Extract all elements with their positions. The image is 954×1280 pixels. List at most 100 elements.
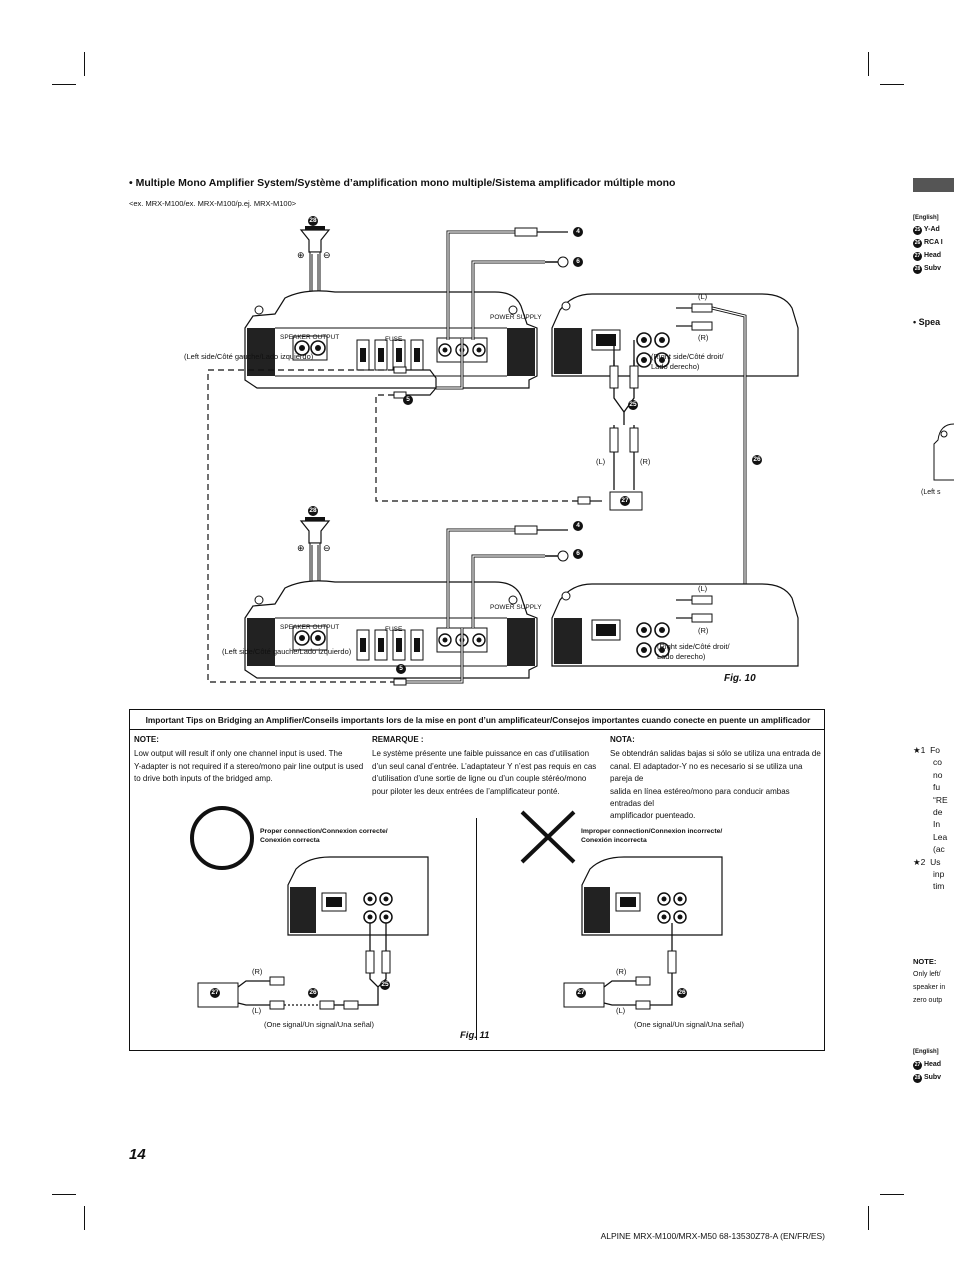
- note-line: Low output will result if only one chann…: [134, 749, 343, 759]
- legend-text: Head: [923, 252, 942, 259]
- crop-mark: [84, 52, 85, 76]
- incorrect-x-icon: [520, 810, 576, 864]
- note-line: Le système présente une faible puissance…: [372, 749, 590, 759]
- note-line: de: [933, 807, 943, 818]
- crop-mark: [52, 84, 76, 85]
- left-side-label: (Left side/Côté gauche/Lado izquierdo): [222, 647, 352, 656]
- callout-27: 27: [913, 252, 922, 261]
- crop-mark: [868, 1206, 869, 1230]
- speaker-output-label: SPEAKER OUTPUT: [280, 334, 340, 341]
- callout-6: 6: [573, 257, 583, 267]
- note-line: (ac: [933, 844, 945, 855]
- note-line: ★2 Us: [913, 856, 941, 867]
- legend-25: 25 Y-Ad: [913, 226, 940, 235]
- one-signal-label: (One signal/Un signal/Una señal): [264, 1020, 375, 1029]
- legend-27: 27 Head: [913, 1061, 941, 1070]
- callout-26: 26: [913, 239, 922, 248]
- legend-text: Subv: [923, 265, 942, 272]
- callout-27: 27: [620, 496, 630, 506]
- callout-25: 25: [380, 980, 390, 990]
- note-line: ★1 Fo: [913, 745, 940, 755]
- r-label: (R): [252, 967, 263, 976]
- note-line: pour piloter les deux entrées de l’ampli…: [372, 786, 560, 796]
- partial-amp-diagram: [933, 423, 954, 481]
- callout-27: 27: [576, 988, 586, 998]
- fuse-label: FUSE: [385, 336, 403, 343]
- fig10-caption: Fig. 10: [724, 673, 756, 684]
- svg-text:⊕: ⊕: [297, 250, 305, 260]
- one-signal-label: (One signal/Un signal/Una señal): [634, 1020, 745, 1029]
- note-line: canal. El adaptador-Y no es necesario si…: [610, 761, 803, 784]
- callout-28: 28: [308, 506, 318, 516]
- l-label: (L): [596, 457, 606, 466]
- speaker-heading: • Spea: [913, 317, 941, 327]
- callout-26: 26: [308, 988, 318, 998]
- l-label: (L): [616, 1006, 626, 1015]
- crop-mark: [880, 84, 904, 85]
- legend-text: RCA I: [923, 239, 943, 246]
- note-heading: NOTE:: [134, 735, 159, 744]
- legend-text: Head: [923, 1061, 942, 1068]
- fuse-label: FUSE: [385, 626, 403, 633]
- note-line: fu: [933, 782, 941, 793]
- note-line: no: [933, 769, 943, 780]
- r-label: (R): [698, 333, 709, 342]
- left-side-label: (Left side/Côté gauche/Lado izquierdo): [184, 352, 314, 361]
- callout-26: 26: [752, 455, 762, 465]
- note-line: Lea: [933, 831, 948, 842]
- improper-label-2: Conexión incorrecta: [581, 837, 647, 844]
- note-french: REMARQUE : Le système présente une faibl…: [372, 734, 602, 798]
- callout-28: 28: [913, 1074, 922, 1083]
- note-line: zero outp: [913, 997, 943, 1004]
- note-heading: NOTE:: [913, 957, 937, 966]
- callout-26: 26: [677, 988, 687, 998]
- right-side-label: (Right side/Côté droit/: [657, 642, 730, 651]
- proper-connection-diagram: [197, 856, 429, 1010]
- svg-text:⊖: ⊖: [323, 543, 331, 553]
- note-line: to drive both inputs of the bridged amp.: [134, 774, 273, 784]
- note-line: salida en línea estéreo/mono para conduc…: [610, 786, 790, 809]
- divider: [130, 729, 824, 730]
- l-label: (L): [252, 1006, 262, 1015]
- crop-mark: [880, 1194, 904, 1195]
- note-line: tim: [933, 881, 945, 892]
- model-example: <ex. MRX-M100/ex. MRX-M100/p.ej. MRX-M10…: [129, 199, 297, 208]
- note-heading: NOTA:: [610, 735, 635, 744]
- tips-box: Important Tips on Bridging an Amplifier/…: [129, 709, 825, 1051]
- callout-25: 25: [913, 226, 922, 235]
- correct-circle-icon: [190, 806, 254, 870]
- note-line: Only left/: [913, 971, 941, 978]
- legend-27: 27 Head: [913, 252, 941, 261]
- note-english: NOTE: Low output will result if only one…: [134, 734, 364, 786]
- note-heading: REMARQUE :: [372, 735, 424, 744]
- note-line: Se obtendrán salidas bajas si sólo se ut…: [610, 749, 821, 759]
- legend-28: 28 Subv: [913, 1074, 941, 1083]
- lang-label: [English]: [913, 1049, 939, 1055]
- legend-26: 26 RCA I: [913, 239, 943, 248]
- page-number: 14: [129, 1146, 146, 1163]
- tips-title: Important Tips on Bridging an Amplifier/…: [145, 715, 811, 725]
- callout-25: 25: [628, 400, 638, 410]
- callout-4: 4: [573, 227, 583, 237]
- callout-4: 4: [573, 521, 583, 531]
- power-supply-label: POWER SUPPLY: [490, 314, 542, 321]
- right-side-label: (Right side/Côté droit/: [651, 352, 724, 361]
- note-line: inp: [933, 869, 945, 880]
- note-line: Y-adapter is not required if a stereo/mo…: [134, 761, 364, 771]
- callout-5: 5: [396, 664, 406, 674]
- callout-27: 27: [913, 1061, 922, 1070]
- wiring-diagram-fig10: ⊕ ⊖ ⊕ ⊖: [207, 225, 799, 686]
- r-label: (R): [616, 967, 627, 976]
- note-line: speaker in: [913, 984, 946, 991]
- l-label: (L): [698, 584, 708, 593]
- note-line: d’utilisation d’une sortie de ligne ou d…: [372, 774, 587, 784]
- note-line: amplificador puenteado.: [610, 811, 696, 821]
- callout-28: 28: [913, 265, 922, 274]
- crop-mark: [84, 1206, 85, 1230]
- callout-6: 6: [573, 549, 583, 559]
- note-line: “RE: [933, 794, 948, 805]
- right-side-label-2: Lado derecho): [651, 362, 700, 371]
- note-spanish: NOTA: Se obtendrán salidas bajas si sólo…: [610, 734, 822, 823]
- improper-label: Improper connection/Connexion incorrecte…: [581, 828, 723, 835]
